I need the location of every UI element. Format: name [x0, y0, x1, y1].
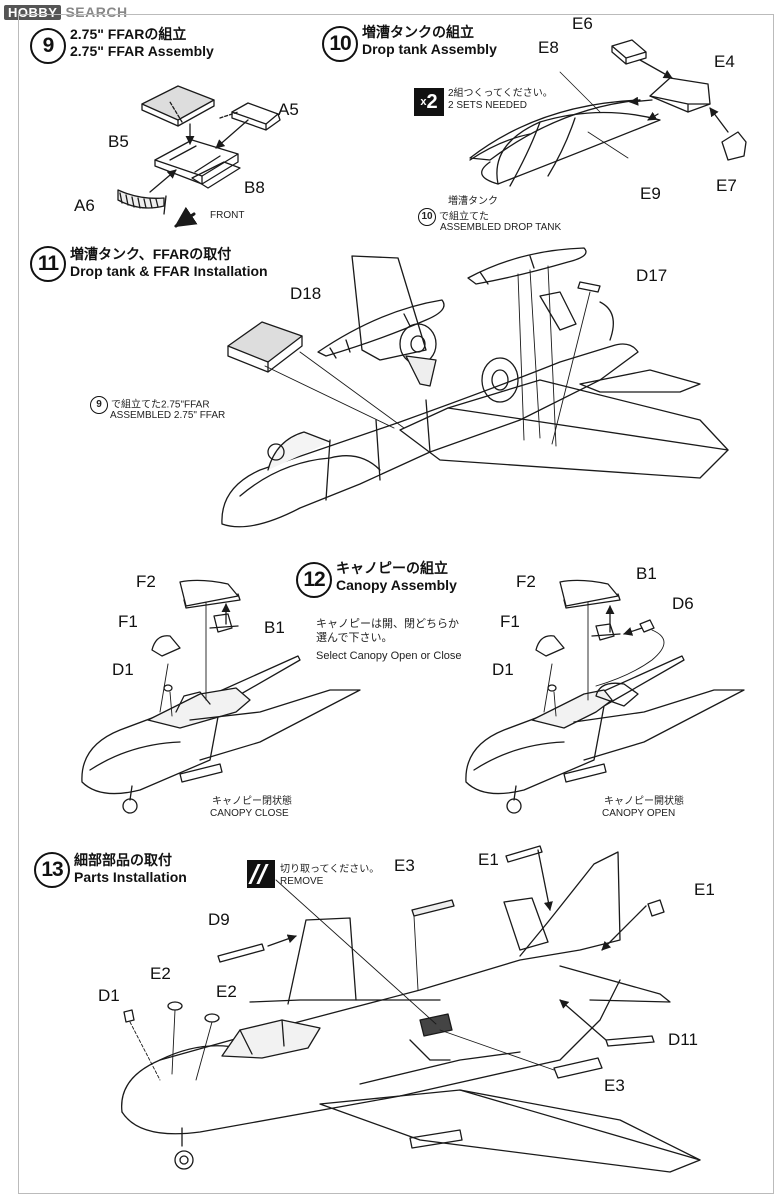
- part-label-b8: B8: [244, 178, 265, 197]
- part-label-e7: E7: [716, 176, 737, 195]
- open-part-label-f1: F1: [500, 612, 520, 631]
- parts-installation-drawing: [122, 846, 700, 1172]
- step-12-title-jp: キャノピーの組立: [336, 560, 448, 576]
- open-part-label-f2: F2: [516, 572, 536, 591]
- step-10-number: 10: [322, 26, 358, 62]
- cut-remove-icon: [247, 860, 275, 888]
- canopy-note-jp1: キャノピーは開、閉どちらか: [316, 618, 459, 630]
- part-label-e1-top: E1: [478, 850, 499, 869]
- canopy-close-en: CANOPY CLOSE: [210, 808, 289, 819]
- ref-tank-step-icon: 10: [418, 208, 436, 226]
- part-label-e4: E4: [714, 52, 735, 71]
- canopy-close-drawing: [82, 580, 360, 813]
- part-label-a6: A6: [74, 196, 95, 215]
- page-frame: [18, 14, 774, 1194]
- part-label-e1-right: E1: [694, 880, 715, 899]
- cut-note-jp: 切り取ってください。: [280, 864, 380, 875]
- part-label-e2-right: E2: [216, 982, 237, 1001]
- ffar-parts-drawing: [118, 86, 280, 226]
- step-9-title-en: 2.75" FFAR Assembly: [70, 43, 214, 59]
- step-9-number: 9: [30, 28, 66, 64]
- close-part-label-f1: F1: [118, 612, 138, 631]
- step-11-number: 11: [30, 246, 66, 282]
- drop-tank-parts-drawing: [470, 40, 746, 186]
- quantity-badge: x2: [414, 88, 444, 116]
- canopy-close-jp: キャノピー閉状態: [212, 796, 292, 807]
- part-label-e3-bottom: E3: [604, 1076, 625, 1095]
- canopy-open-drawing: [466, 580, 744, 813]
- part-label-e8: E8: [538, 38, 559, 57]
- ref-ffar-step-icon: 9: [90, 396, 108, 414]
- part-label-d9: D9: [208, 910, 230, 929]
- sets-note-jp: 2組つくってください。: [448, 88, 553, 99]
- step-9-title-jp: 2.75" FFARの組立: [70, 26, 187, 42]
- ref-tank-en: ASSEMBLED DROP TANK: [440, 222, 562, 233]
- canopy-note-jp2: 選んで下さい。: [316, 632, 393, 644]
- open-part-label-d1: D1: [492, 660, 514, 679]
- close-part-label-f2: F2: [136, 572, 156, 591]
- close-part-label-b1: B1: [264, 618, 285, 637]
- step-12-number: 12: [296, 562, 332, 598]
- front-direction-label: FRONT: [210, 210, 245, 221]
- quantity-value: 2: [426, 91, 438, 113]
- ref-ffar-jp: で組立てた2.75"FFAR: [111, 399, 210, 411]
- canopy-note-en: Select Canopy Open or Close: [316, 650, 462, 662]
- ref-tank-jp2: で組立てた: [439, 211, 489, 223]
- step-11-title-jp: 増漕タンク、FFARの取付: [70, 246, 232, 262]
- open-part-label-d6: D6: [672, 594, 694, 613]
- cut-note-en: REMOVE: [280, 876, 324, 887]
- sets-note-en: 2 SETS NEEDED: [448, 100, 527, 111]
- part-label-e3-top: E3: [394, 856, 415, 875]
- part-label-d11: D11: [668, 1030, 698, 1049]
- step-12-title-en: Canopy Assembly: [336, 577, 457, 593]
- drop-tank-installation-drawing: [222, 248, 728, 527]
- part-label-b5: B5: [108, 132, 129, 151]
- part-label-e2-left: E2: [150, 964, 171, 983]
- ref-tank-jp1: 増漕タンク: [448, 196, 498, 207]
- ref-ffar-en: ASSEMBLED 2.75" FFAR: [110, 410, 226, 421]
- step-13-title-en: Parts Installation: [74, 869, 187, 885]
- part-label-d1: D1: [98, 986, 120, 1005]
- part-label-d18: D18: [290, 284, 322, 303]
- step-10-title-en: Drop tank Assembly: [362, 41, 497, 57]
- part-label-e9: E9: [640, 184, 661, 203]
- part-label-e6: E6: [572, 14, 593, 33]
- step-11-title-en: Drop tank & FFAR Installation: [70, 263, 268, 279]
- canopy-open-en: CANOPY OPEN: [602, 808, 676, 819]
- open-part-label-b1: B1: [636, 564, 657, 583]
- step-13-title-jp: 細部部品の取付: [74, 852, 172, 868]
- step-10-title-jp: 増漕タンクの組立: [362, 24, 474, 40]
- watermark-suffix: SEARCH: [65, 4, 128, 20]
- step-13-number: 13: [34, 852, 70, 888]
- close-part-label-d1: D1: [112, 660, 134, 679]
- canopy-open-jp: キャノピー開状態: [604, 796, 684, 807]
- part-label-a5: A5: [278, 100, 299, 119]
- part-label-d17: D17: [636, 266, 668, 285]
